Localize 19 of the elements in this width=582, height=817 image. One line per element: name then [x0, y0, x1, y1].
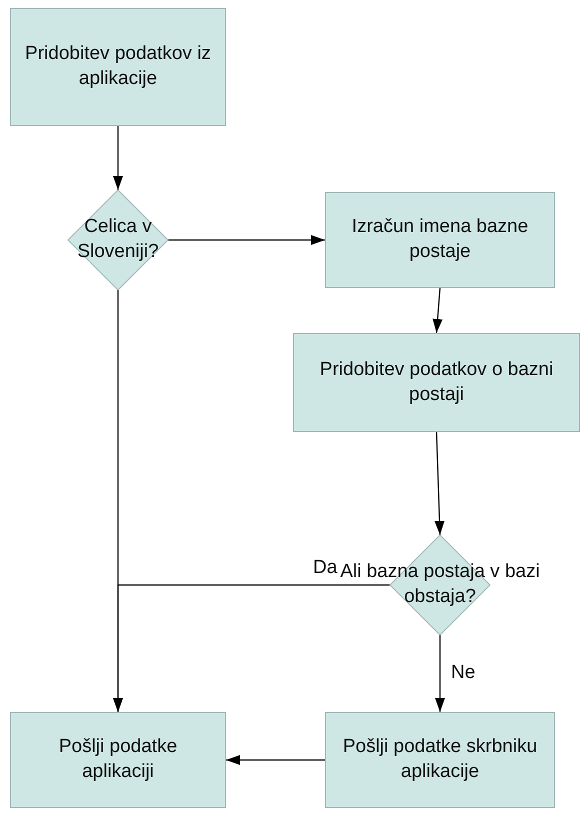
box-text: Pridobitev podatkov o bazni postaji — [318, 358, 554, 406]
process-box — [10, 712, 226, 808]
arrow — [226, 755, 325, 765]
process-box — [10, 8, 226, 126]
decision-text: Celica v Sloveniji? — [76, 215, 160, 264]
box-text: Izračun imena bazne postaje — [350, 215, 530, 264]
decision-text: Ali bazna postaja v bazi obstaja? — [340, 560, 540, 609]
box-text: Pošlji podatke skrbniku aplikacije — [342, 735, 538, 784]
arrow — [113, 126, 123, 190]
arrow — [168, 235, 325, 245]
box-text: Pridobitev podatkov iz aplikacije — [24, 42, 212, 91]
arrow — [432, 288, 443, 334]
process-box — [325, 192, 555, 288]
box-text: Pošlji podatke aplikaciji — [58, 735, 178, 784]
arrow — [434, 432, 445, 536]
arrow — [113, 290, 123, 712]
arrow — [435, 635, 445, 712]
process-box — [325, 712, 555, 808]
process-box — [293, 333, 580, 432]
